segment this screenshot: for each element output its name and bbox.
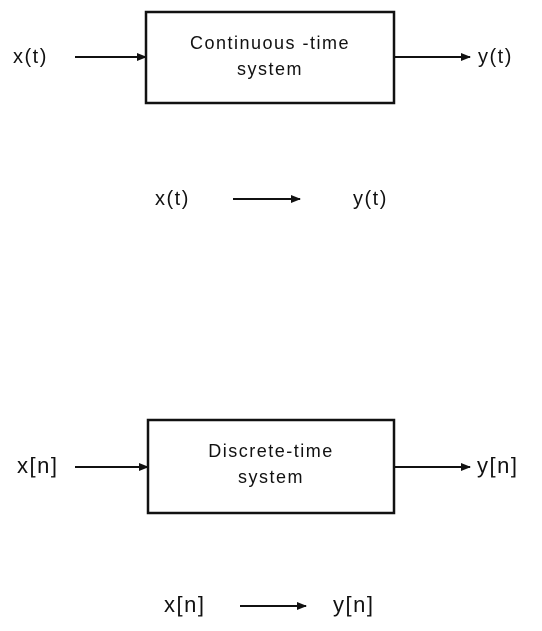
dt-box-text: Discrete-time system: [148, 438, 394, 490]
ct-input-label: x(t): [13, 46, 48, 68]
ct-box-text: Continuous -time system: [146, 30, 394, 82]
dt-mapping-input: x[n]: [164, 592, 206, 617]
ct-mapping-input: x(t): [155, 188, 190, 210]
ct-box-line2: system: [236, 59, 303, 79]
ct-output-label: y(t): [478, 46, 513, 68]
dt-mapping-output: y[n]: [333, 592, 375, 617]
dt-output-label: y[n]: [477, 453, 519, 478]
dt-box-line2: system: [237, 467, 304, 487]
ct-box-line1: Continuous -time: [189, 33, 351, 53]
ct-mapping-output: y(t): [353, 188, 388, 210]
dt-input-label: x[n]: [17, 453, 59, 478]
dt-box-line1: Discrete-time: [208, 441, 334, 461]
